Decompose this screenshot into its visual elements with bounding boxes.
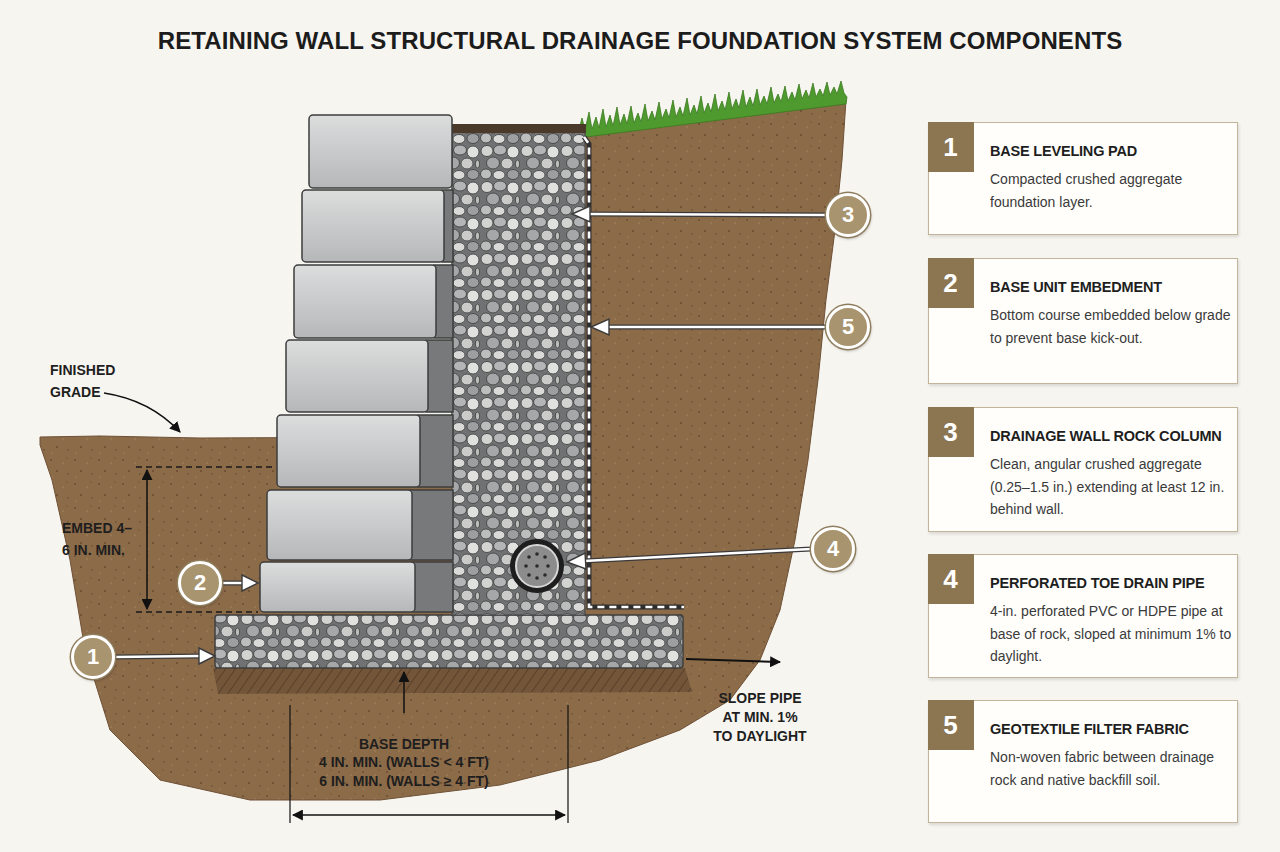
annotation-label: SLOPE PIPE AT MIN. 1% TO DAYLIGHT <box>712 689 809 746</box>
callout-circle: 2 <box>178 561 222 605</box>
block-tail <box>410 490 453 560</box>
leader-head <box>242 575 258 591</box>
key-number: 5 <box>928 700 974 750</box>
leader-head <box>572 206 590 222</box>
callout-circle: 5 <box>826 305 870 349</box>
wall-block <box>260 562 415 612</box>
leader-line <box>584 549 811 561</box>
wall-block <box>302 190 444 262</box>
wall-block <box>267 490 412 560</box>
perforation <box>527 573 531 577</box>
block-tail <box>434 265 453 338</box>
geotextile-edge <box>584 137 684 607</box>
annotation-label: 6 IN. MIN. (WALLS ≥ 4 FT) <box>274 772 534 790</box>
callout-number: 4 <box>827 538 839 560</box>
callout-number: 5 <box>842 316 854 338</box>
annotation-label: 4 IN. MIN. (WALLS < 4 FT) <box>274 753 534 771</box>
component-key-box: 5 GEOTEXTILE FILTER FABRIC Non-woven fabri… <box>928 700 1238 823</box>
key-description: Compacted crushed aggregate foundation l… <box>990 168 1233 213</box>
topsoil-cap <box>450 124 586 133</box>
wall-block <box>277 415 420 487</box>
annotation-label: EMBED 4–6 IN. MIN. <box>62 517 134 561</box>
callout-number: 2 <box>194 572 206 594</box>
key-description: Clean, angular crushed aggregate (0.25–1… <box>990 453 1233 521</box>
geotextile-fabric <box>584 137 684 607</box>
callout-circle: 3 <box>826 193 870 237</box>
segmental-wall <box>260 115 453 612</box>
leader-outline <box>588 214 826 215</box>
callout-number: 1 <box>87 646 99 668</box>
perforation <box>535 552 539 556</box>
wall-block <box>294 265 436 338</box>
perforation <box>543 555 547 559</box>
block-tail <box>426 340 453 412</box>
leader-head <box>567 553 586 569</box>
key-description: Non-woven fabric between drainage rock a… <box>990 746 1233 791</box>
drain-pipe-rim <box>510 539 564 593</box>
leader-head <box>591 319 609 335</box>
perforation <box>535 576 539 580</box>
key-number: 2 <box>928 258 974 308</box>
grade-leader <box>104 393 180 432</box>
annotation-label: FINISHED GRADE <box>50 359 140 403</box>
leader-outline <box>222 581 243 586</box>
callout-number: 3 <box>842 204 854 226</box>
key-heading: PERFORATED TOE DRAIN PIPE <box>990 573 1233 593</box>
component-key-box: 4 PERFORATED TOE DRAIN PIPE 4-in. perforat… <box>928 554 1238 678</box>
base-depth-pointer <box>403 672 405 713</box>
embed-dimension <box>146 470 148 609</box>
diagram-title: RETAINING WALL STRUCTURAL DRAINAGE FOUND… <box>0 27 1280 55</box>
key-number: 4 <box>928 554 974 604</box>
wall-block <box>286 340 428 412</box>
perforation <box>543 573 547 577</box>
perforation <box>524 564 528 568</box>
native-soil <box>40 100 846 800</box>
leader-line <box>115 656 200 657</box>
annotation-label: BASE DEPTH <box>284 735 524 753</box>
base-leveling-pad <box>215 615 683 668</box>
leader-outline <box>115 656 200 657</box>
pipe-perforations <box>524 552 550 580</box>
key-number: 3 <box>928 407 974 457</box>
embed-guide <box>136 611 258 613</box>
callout-circle: 4 <box>811 527 855 571</box>
slope-arrow <box>686 659 780 662</box>
perforation <box>527 555 531 559</box>
block-tail <box>418 415 453 487</box>
perforation <box>535 564 539 568</box>
perforation <box>546 564 550 568</box>
key-heading: BASE LEVELING PAD <box>990 141 1233 161</box>
component-key-box: 3 DRAINAGE WALL ROCK COLUMN Clean, angular… <box>928 407 1238 532</box>
dimension-tick <box>567 705 568 823</box>
key-heading: GEOTEXTILE FILTER FABRIC <box>990 719 1233 739</box>
leader-line <box>222 582 243 585</box>
callout-circle: 1 <box>71 635 115 679</box>
wall-cap-block <box>309 115 452 188</box>
drainage-rock-column <box>452 132 585 615</box>
drain-pipe-bore <box>516 545 558 587</box>
grass <box>578 81 847 138</box>
base-width-dimension <box>293 814 565 816</box>
callout-leaders <box>115 206 826 664</box>
key-number: 1 <box>928 122 974 172</box>
key-description: Bottom course embedded below grade to pr… <box>990 304 1233 349</box>
leader-outline <box>584 549 811 561</box>
dimension-tick <box>289 705 290 823</box>
leader-outline <box>607 325 826 330</box>
subgrade-hatch <box>213 668 692 694</box>
key-description: 4-in. perforated PVC or HDPE pipe at bas… <box>990 600 1233 668</box>
component-key-box: 2 BASE UNIT EMBEDMENT Bottom course embedd… <box>928 258 1238 384</box>
leader-line <box>607 326 826 329</box>
block-tail <box>413 562 453 612</box>
component-key-box: 1 BASE LEVELING PAD Compacted crushed aggr… <box>928 122 1238 235</box>
leader-line <box>588 214 826 215</box>
key-heading: BASE UNIT EMBEDMENT <box>990 277 1233 297</box>
key-heading: DRAINAGE WALL ROCK COLUMN <box>990 426 1233 446</box>
embed-guide <box>136 466 276 468</box>
leader-head <box>199 648 215 664</box>
